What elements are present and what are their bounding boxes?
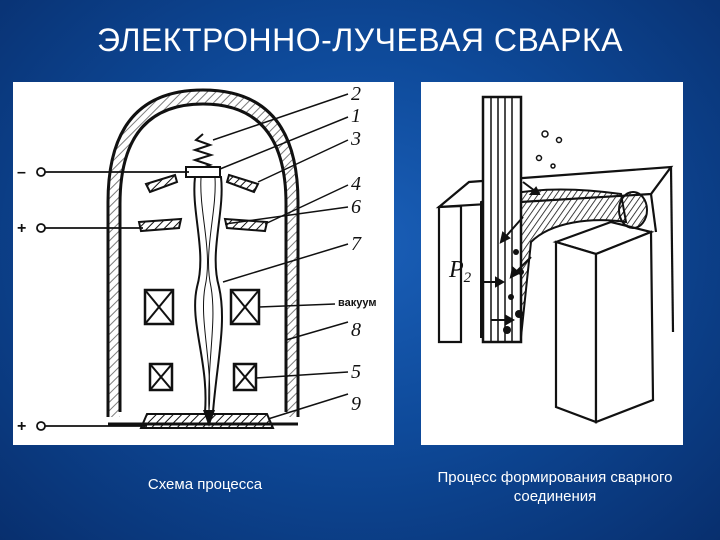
electron-beam-column — [481, 95, 523, 344]
label-1: 1 — [351, 105, 361, 127]
process-scheme-figure: – + + 2 1 3 4 6 7 вакуум 8 5 9 — [13, 82, 394, 445]
control-electrode-left — [144, 173, 179, 194]
label-8: 8 — [351, 319, 361, 341]
label-6: 6 — [351, 196, 361, 218]
electron-beam — [193, 176, 223, 425]
focusing-coil-right-upper — [229, 288, 261, 326]
deflection-coil-right — [232, 362, 258, 392]
focusing-coil-left-upper — [143, 288, 175, 326]
vapor-particles — [535, 130, 563, 169]
keyhole-melt — [503, 249, 524, 334]
base-metal-right — [552, 220, 655, 424]
weld-formation-diagram: P2 — [435, 95, 675, 424]
process-scheme-diagram: – + + 2 1 3 4 6 7 вакуум 8 5 9 — [17, 83, 376, 435]
weld-bead-end — [618, 191, 648, 229]
deflection-coil-left — [148, 362, 174, 392]
slide-title: ЭЛЕКТРОННО-ЛУЧЕВАЯ СВАРКА — [97, 22, 623, 58]
label-4: 4 — [351, 173, 361, 195]
caption-weld-formation: Процесс формирования сварного соединения — [437, 469, 673, 505]
label-9: 9 — [351, 393, 361, 415]
label-7: 7 — [351, 233, 362, 255]
caption-process-scheme: Схема процесса — [147, 476, 263, 493]
control-electrode-right — [225, 173, 260, 194]
anode-left — [137, 217, 183, 233]
workpiece — [139, 413, 275, 429]
label-2: 2 — [351, 83, 361, 105]
cathode — [185, 166, 221, 178]
weld-formation-figure: P2 — [421, 82, 683, 445]
polarity-plus-anode: + — [17, 220, 26, 237]
label-5: 5 — [351, 361, 361, 383]
vacuum-label: вакуум — [338, 297, 376, 309]
leader-lines — [212, 93, 349, 420]
flow-arrows — [481, 181, 541, 326]
polarity-minus: – — [17, 164, 26, 181]
label-3: 3 — [350, 128, 361, 150]
cathode-filament — [191, 133, 215, 171]
polarity-plus-workpiece: + — [17, 418, 26, 435]
pressure-label: P2 — [448, 257, 472, 286]
